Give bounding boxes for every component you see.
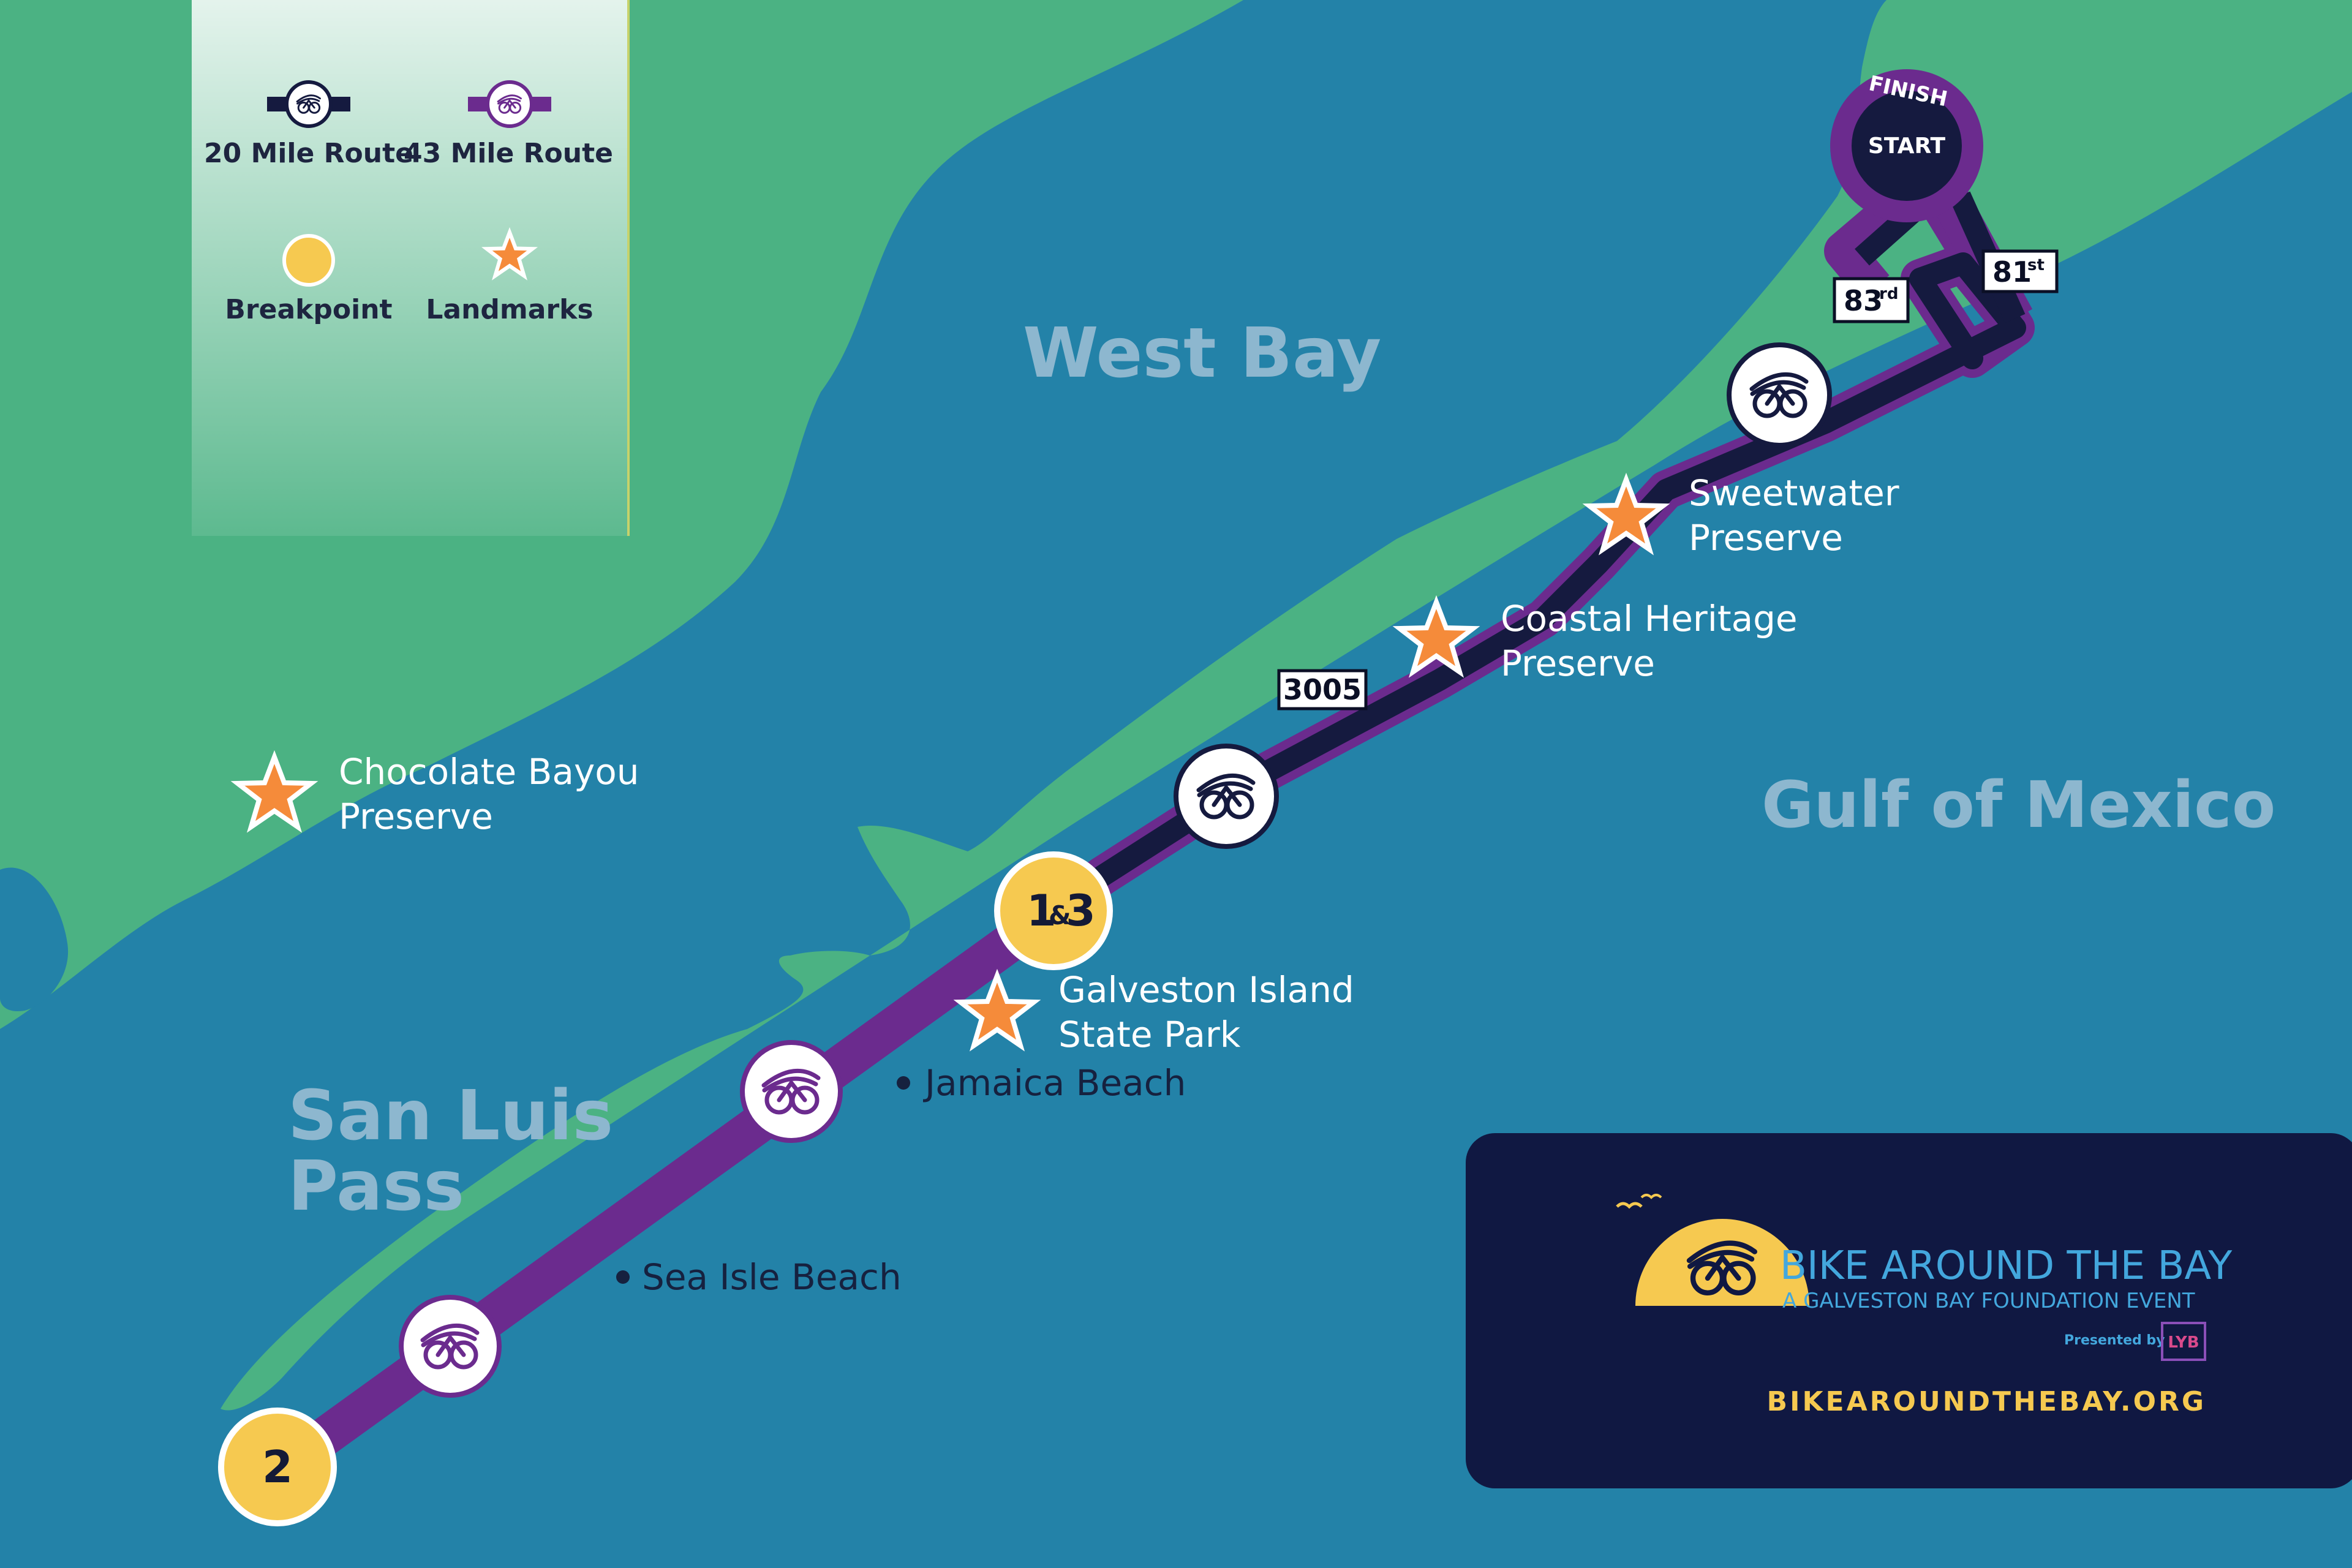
legend: 20 Mile Route 43 Mile Route Breakpoint L… xyxy=(192,0,630,536)
bicycle-icon xyxy=(1727,342,1832,448)
landmark-label-sweetwater-line1: Sweetwater xyxy=(1689,472,1899,514)
svg-text:2: 2 xyxy=(262,1441,293,1493)
bicycle-icon xyxy=(740,1040,843,1143)
bicycle-icon xyxy=(1174,744,1279,849)
brand-url[interactable]: BIKEAROUNDTHEBAY.ORG xyxy=(1767,1386,2206,1417)
water-label-west-bay: West Bay xyxy=(1023,314,1381,393)
mainland-inlet xyxy=(0,867,69,1011)
svg-text:1: 1 xyxy=(1027,886,1057,936)
svg-text:st: st xyxy=(2027,256,2045,274)
start-label: START xyxy=(1868,134,1946,159)
start-finish-marker: FINISH START xyxy=(1830,69,1983,222)
water-label-gulf: Gulf of Mexico xyxy=(1762,767,2275,842)
galveston-island xyxy=(221,0,2352,1411)
town-dot xyxy=(616,1270,630,1284)
landmark-label-coastal-line2: Preserve xyxy=(1501,643,1655,684)
town-dot xyxy=(897,1076,910,1090)
landmark-label-chocolate-line2: Preserve xyxy=(339,796,493,837)
town-label-jamaica-beach: Jamaica Beach xyxy=(923,1062,1186,1104)
brand-panel: BIKE AROUND THE BAY A GALVESTON BAY FOUN… xyxy=(1466,1133,2352,1488)
breakpoint-1-and-3: 1 & 3 xyxy=(994,851,1113,970)
brand-subtitle: A GALVESTON BAY FOUNDATION EVENT xyxy=(1782,1289,2195,1313)
legend-landmarks-label: Landmarks xyxy=(426,294,593,325)
presented-by-label: Presented by xyxy=(2064,1333,2165,1348)
landmark-label-coastal-line1: Coastal Heritage xyxy=(1501,598,1798,639)
sponsor-logo: LYB xyxy=(2161,1322,2206,1361)
svg-text:&: & xyxy=(1049,900,1071,930)
breakpoint-icon xyxy=(282,234,335,287)
water-label-san-luis-line1: San Luis xyxy=(288,1076,613,1156)
breakpoint-2: 2 xyxy=(218,1408,337,1526)
legend-route-20-label: 20 Mile Route xyxy=(204,138,413,169)
road-sign-81st: 81 st xyxy=(1981,249,2059,293)
svg-text:LYB: LYB xyxy=(2168,1333,2199,1352)
legend-route-20-swatch xyxy=(267,80,350,128)
bicycle-icon xyxy=(399,1295,502,1398)
landmark-label-chocolate-line1: Chocolate Bayou xyxy=(339,751,639,793)
town-label-sea-isle-beach: Sea Isle Beach xyxy=(642,1256,902,1298)
svg-text:rd: rd xyxy=(1879,285,1898,303)
landmark-label-sweetwater-line2: Preserve xyxy=(1689,517,1843,559)
legend-breakpoint-label: Breakpoint xyxy=(225,294,392,325)
brand-title: BIKE AROUND THE BAY xyxy=(1780,1243,2233,1289)
landmark-label-galveston-line1: Galveston Island xyxy=(1058,969,1354,1011)
landmark-label-galveston-line2: State Park xyxy=(1058,1014,1241,1055)
road-sign-83rd: 83 rd xyxy=(1833,277,1910,323)
sun-logo xyxy=(1616,1194,1809,1306)
legend-route-43-label: 43 Mile Route xyxy=(404,138,613,169)
water-label-san-luis-line2: Pass xyxy=(288,1147,464,1226)
svg-text:83: 83 xyxy=(1844,284,1883,317)
legend-route-43-swatch xyxy=(468,80,551,128)
svg-text:3005: 3005 xyxy=(1283,673,1362,706)
road-sign-3005: 3005 xyxy=(1277,669,1368,710)
svg-text:81: 81 xyxy=(1992,255,2032,288)
svg-text:3: 3 xyxy=(1066,886,1096,936)
